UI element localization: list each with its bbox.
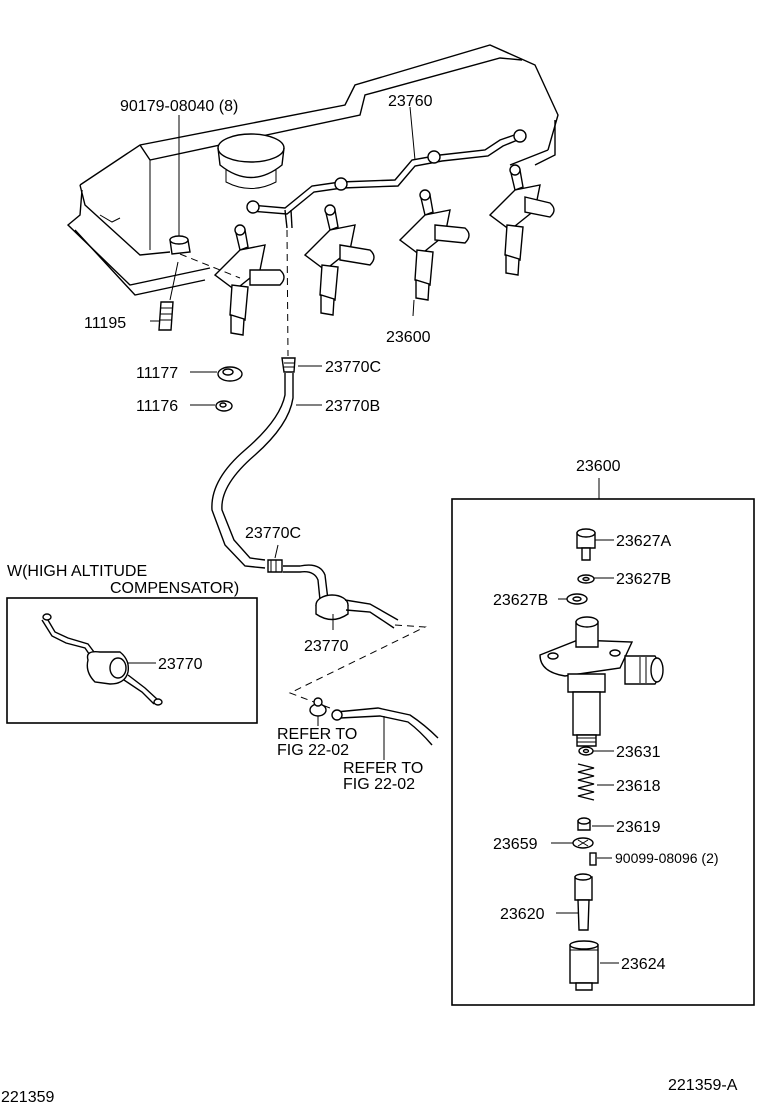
clamp-23770c-mid [267, 544, 283, 573]
label-refer1-line1: REFER TO [277, 726, 357, 743]
engine-injector-1 [213, 224, 285, 336]
label-refer2-line1: REFER TO [343, 760, 423, 777]
injector-body [539, 616, 664, 747]
part-23631 [578, 746, 614, 756]
part-23624-nozzle-nut [569, 940, 619, 991]
leader-23760 [409, 106, 416, 161]
label-11176: 11176 [136, 398, 178, 415]
engine-injector-2 [303, 204, 375, 316]
label-23600-detail: 23600 [576, 458, 621, 475]
figure-code-right: 221359-A [668, 1077, 738, 1094]
label-23600-engine: 23600 [386, 329, 431, 346]
label-23627b-right: 23627B [616, 571, 671, 588]
label-w-line1: W(HIGH ALTITUDE [7, 563, 147, 580]
engine-injector-4 [488, 164, 555, 276]
label-11195: 11195 [84, 315, 126, 332]
high-altitude-compensator-box [6, 597, 258, 724]
gasket-11176 [190, 400, 233, 412]
part-23627a-bolt [576, 528, 614, 561]
label-refer2-line2: FIG 22-02 [343, 776, 415, 793]
label-23618: 23618 [616, 778, 661, 795]
label-23659: 23659 [493, 836, 538, 853]
label-23770c-mid: 23770C [245, 525, 301, 542]
clamp-23770c-top [281, 357, 322, 373]
label-90099-08096: 90099-08096 (2) [615, 850, 719, 866]
cylinder-head-cover [66, 44, 559, 296]
part-90099-pin [589, 852, 612, 866]
part-23619 [577, 817, 614, 831]
engine-injector-3 [398, 189, 470, 301]
label-23770b: 23770B [325, 398, 380, 415]
hose-23770b [211, 373, 322, 569]
figure-code-left: 221359 [1, 1089, 54, 1106]
label-23760: 23760 [388, 93, 433, 110]
label-w-line2: COMPENSATOR) [110, 580, 239, 597]
lower-fuel-hose [331, 707, 439, 760]
compensator-23770 [283, 564, 399, 630]
label-23624: 23624 [621, 956, 666, 973]
label-23631: 23631 [616, 744, 661, 761]
label-90179-08040: 90179-08040 (8) [120, 98, 238, 115]
label-23627a: 23627A [616, 533, 671, 550]
part-23620-needle [556, 873, 593, 931]
part-23627b-washer-right [577, 574, 614, 584]
part-23659 [551, 837, 594, 849]
stud-11195 [150, 261, 179, 331]
label-23770: 23770 [304, 638, 349, 655]
label-w-23770: 23770 [158, 656, 203, 673]
leader-23600 [412, 299, 415, 317]
part-23618-spring [577, 763, 614, 801]
injector-detail-box [451, 498, 755, 1006]
part-23627b-washer-left [558, 593, 588, 605]
cover-bolt-90179 [169, 115, 191, 255]
label-23627b-left: 23627B [493, 592, 548, 609]
label-23770c-top: 23770C [325, 359, 381, 376]
label-refer1-line2: FIG 22-02 [277, 742, 349, 759]
label-23620: 23620 [500, 906, 545, 923]
w-compensator-part [41, 613, 163, 706]
injection-pipe-23760 [246, 129, 527, 229]
lower-clamp [309, 697, 327, 726]
dashed-connector-lines [179, 229, 427, 709]
gasket-11177 [190, 366, 243, 382]
label-11177: 11177 [136, 365, 178, 382]
label-23619: 23619 [616, 819, 661, 836]
